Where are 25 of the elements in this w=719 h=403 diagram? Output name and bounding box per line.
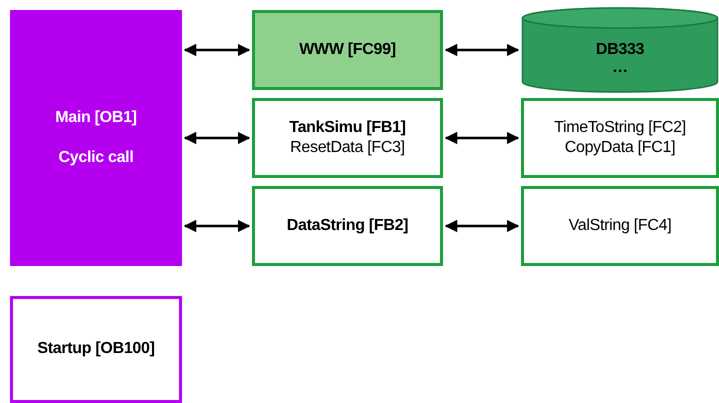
block-label: WWW [FC99] bbox=[299, 40, 396, 60]
block-label: CopyData [FC1] bbox=[564, 139, 676, 158]
block-box bbox=[252, 98, 443, 178]
block-box bbox=[521, 98, 719, 178]
double-arrow bbox=[184, 132, 250, 144]
block-box bbox=[252, 186, 443, 266]
double-arrow bbox=[184, 44, 250, 56]
block-box bbox=[10, 296, 182, 403]
block-label: TimeToString [FC2] bbox=[554, 118, 686, 137]
block-label: Startup [OB100] bbox=[37, 340, 155, 359]
block-label: DB333 bbox=[596, 40, 644, 59]
block-box bbox=[252, 10, 443, 90]
block-label: Main [OB1] bbox=[55, 108, 137, 127]
block-box bbox=[521, 186, 719, 266]
block-label: ResetData [FC3] bbox=[290, 139, 405, 158]
block-label: Cyclic call bbox=[58, 149, 134, 168]
double-arrow bbox=[444, 132, 520, 144]
double-arrow bbox=[184, 220, 250, 232]
double-arrow bbox=[444, 44, 520, 56]
block-box bbox=[10, 10, 182, 266]
double-arrow bbox=[444, 220, 520, 232]
block-label: ValString [FC4] bbox=[568, 216, 672, 236]
block-label: DataString [FB2] bbox=[286, 216, 408, 236]
block-label: TankSimu [FB1] bbox=[289, 118, 406, 137]
block-label: … bbox=[612, 59, 628, 78]
